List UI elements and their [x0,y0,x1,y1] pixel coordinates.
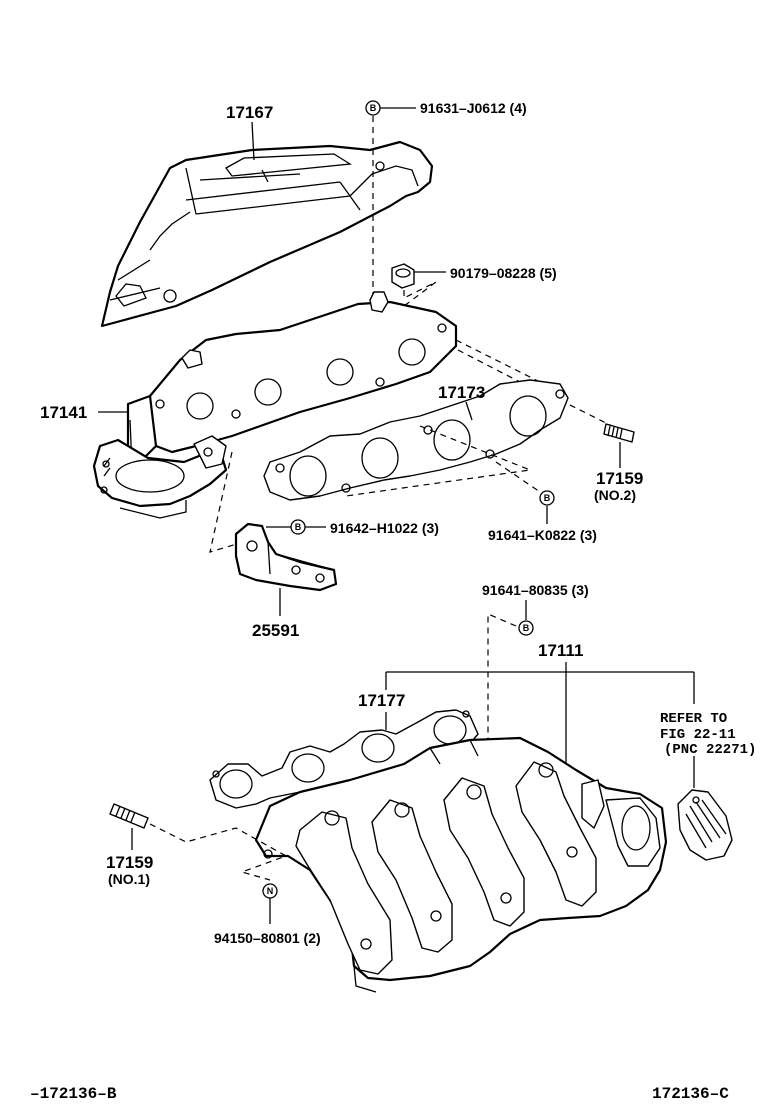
label-refer-3: (PNC 22271) [664,742,756,758]
intake-manifold-drawing [254,736,668,993]
stud-no2-drawing [603,423,635,443]
b-marker-gasket [539,490,555,506]
label-17173: 17173 [438,383,485,402]
code-left: –172136–B [30,1085,117,1103]
label-17111: 17111 [538,641,583,660]
b-marker-intake-text: B [523,623,530,633]
label-nut-top: 90179–08228 (5) [450,265,557,281]
code-right: 172136–C [652,1085,729,1103]
nut-drawing [391,263,415,289]
label-bolt-gasket: 91641–K0822 (3) [488,527,597,543]
heat-insulator-drawing [100,140,434,328]
label-stud-no2-sub: (NO.2) [594,487,636,503]
label-refer-2: FIG 22-11 [660,727,736,743]
label-nut-bottom: 94150–80801 (2) [214,930,321,946]
b-marker-gasket-text: B [544,493,551,503]
label-bolt-intake: 91641–80835 (3) [482,582,589,598]
exhaust-gasket-drawing [263,379,569,501]
b-marker-intake [518,620,534,636]
label-25591: 25591 [252,621,299,640]
label-stud-no1-sub: (NO.1) [108,871,150,887]
label-17177: 17177 [358,691,405,710]
label-refer-1: REFER TO [660,711,727,727]
stud-no1-drawing [109,803,149,829]
label-stud-no1: 17159 [106,853,153,872]
label-bolt-bracket: 91642–H1022 (3) [330,520,439,536]
throttle-gasket-drawing [677,789,733,861]
n-marker-text: N [267,886,274,896]
b-marker-bracket-text: B [295,522,302,532]
label-bolt-top: 91631–J0612 (4) [420,100,527,116]
exhaust-manifold-drawing [92,291,458,519]
b-marker-top-text: B [370,103,377,113]
bracket-drawing [234,522,338,592]
label-17141: 17141 [40,403,87,422]
label-17167: 17167 [226,103,273,122]
label-stud-no2: 17159 [596,469,643,488]
